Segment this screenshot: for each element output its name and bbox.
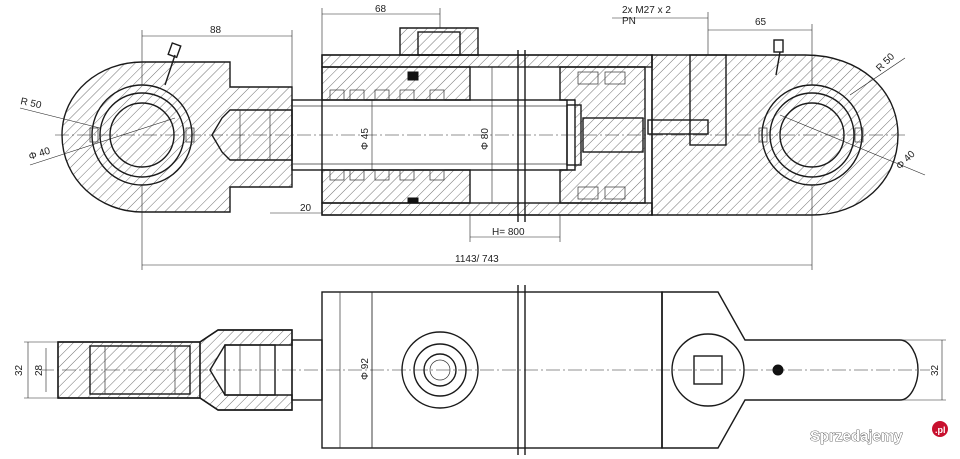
- d45-label: Φ 45: [360, 128, 371, 150]
- d80-label: Φ 80: [480, 128, 491, 150]
- dim-28: 28: [34, 364, 45, 376]
- port-left: [399, 27, 479, 56]
- dim-88: 88: [210, 25, 222, 36]
- svg-text:.pl: .pl: [935, 425, 946, 435]
- length-label: 1143/ 743: [455, 254, 499, 265]
- d40-right: Φ 40: [894, 149, 918, 173]
- thread-label: 2x M27 x 2: [622, 5, 671, 16]
- external-view: [40, 285, 930, 455]
- r50-left: R 50: [19, 96, 42, 111]
- d40-left: Φ 40: [28, 145, 53, 162]
- grease-nipple-left: [164, 42, 182, 86]
- dim-20: 20: [300, 203, 312, 214]
- watermark-logo: Sprzedajemy .pl: [810, 421, 948, 445]
- grease-nipple-right: [773, 39, 784, 76]
- d92-label: Φ 92: [360, 358, 371, 380]
- dim-32-left: 32: [14, 364, 25, 376]
- seals: [329, 71, 445, 204]
- left-clevis-eye: [61, 61, 293, 213]
- gland: [321, 66, 471, 101]
- dim-68: 68: [375, 4, 387, 15]
- dim-65: 65: [755, 17, 767, 28]
- piston: [559, 66, 646, 204]
- bottom-dimensions: 32 28 Φ 92 32: [14, 292, 946, 448]
- pn-label: PN: [622, 16, 636, 27]
- section-view: [55, 27, 905, 222]
- stroke-label: H= 800: [492, 227, 525, 238]
- dim-32-right: 32: [930, 364, 941, 376]
- right-pin: [779, 102, 845, 168]
- break-lines: [517, 50, 526, 222]
- watermark-text: Sprzedajemy: [810, 428, 903, 445]
